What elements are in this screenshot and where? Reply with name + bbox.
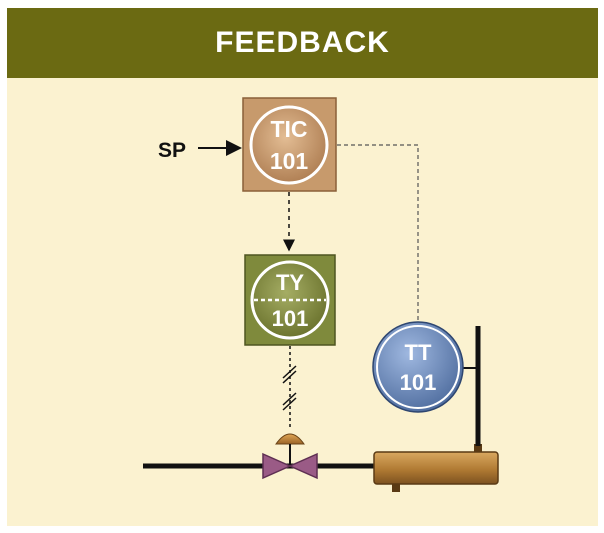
converter-number: 101 bbox=[272, 306, 309, 331]
transmitter-bubble bbox=[372, 321, 464, 413]
pneumatic-hash-mark-2 bbox=[282, 370, 297, 384]
heat-exchanger-nozzle-top bbox=[474, 444, 482, 452]
valve-actuator bbox=[275, 433, 305, 445]
heat-exchanger-shell bbox=[373, 451, 499, 485]
transmitter-tag: TT bbox=[405, 340, 432, 365]
pneumatic-hash-mark-1 bbox=[282, 365, 297, 379]
heat-exchanger-nozzle-bottom bbox=[392, 484, 400, 492]
setpoint-label: SP bbox=[158, 139, 186, 162]
control-valve bbox=[262, 433, 318, 480]
controller-tic: TIC 101 bbox=[242, 97, 337, 192]
heat-exchanger bbox=[373, 444, 499, 492]
valve-body-right bbox=[288, 452, 318, 480]
transmitter-ring bbox=[376, 325, 460, 409]
signal-line-tt-to-tic bbox=[337, 144, 419, 322]
controller-number: 101 bbox=[270, 148, 309, 174]
diagram-panel: FEEDBACK bbox=[7, 8, 598, 526]
transmitter-number: 101 bbox=[400, 370, 437, 395]
transmitter-tt: TT 101 bbox=[372, 321, 464, 413]
pneumatic-hash-mark-4 bbox=[282, 397, 297, 411]
pneumatic-hash-mark-3 bbox=[282, 392, 297, 406]
controller-bubble bbox=[249, 105, 329, 185]
valve-body-left bbox=[262, 452, 292, 480]
diagram-title: FEEDBACK bbox=[215, 26, 390, 59]
title-banner: FEEDBACK bbox=[7, 8, 598, 78]
converter-ty: TY 101 bbox=[244, 254, 336, 346]
converter-tag: TY bbox=[276, 270, 304, 295]
controller-tag: TIC bbox=[270, 116, 307, 142]
